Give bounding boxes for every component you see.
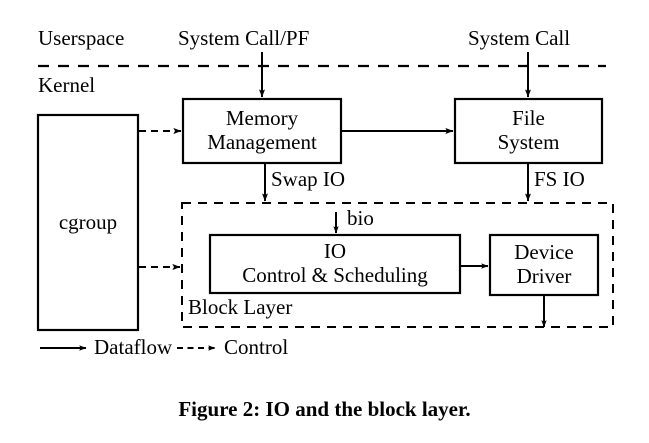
fs-io-label: FS IO — [534, 167, 585, 191]
cgroup-box — [36, 113, 140, 332]
legend-dataflow-label: Dataflow — [94, 335, 173, 359]
figure-caption: Figure 2: IO and the block layer. — [178, 397, 471, 421]
block-layer-label: Block Layer — [188, 295, 293, 319]
swap-io-label: Swap IO — [271, 167, 346, 191]
kernel-label: Kernel — [38, 73, 96, 97]
userspace-label: Userspace — [38, 26, 125, 50]
bio-label: bio — [347, 206, 374, 230]
entry-label-system-call-pf: System Call/PF — [178, 26, 310, 50]
block-layer-container — [181, 202, 614, 328]
memory-management-box — [181, 97, 343, 165]
io-control-scheduling-box — [208, 233, 462, 295]
device-driver-box — [488, 233, 600, 297]
file-system-box — [453, 97, 604, 165]
legend-control-label: Control — [224, 335, 289, 359]
entry-label-system-call: System Call — [468, 26, 571, 50]
